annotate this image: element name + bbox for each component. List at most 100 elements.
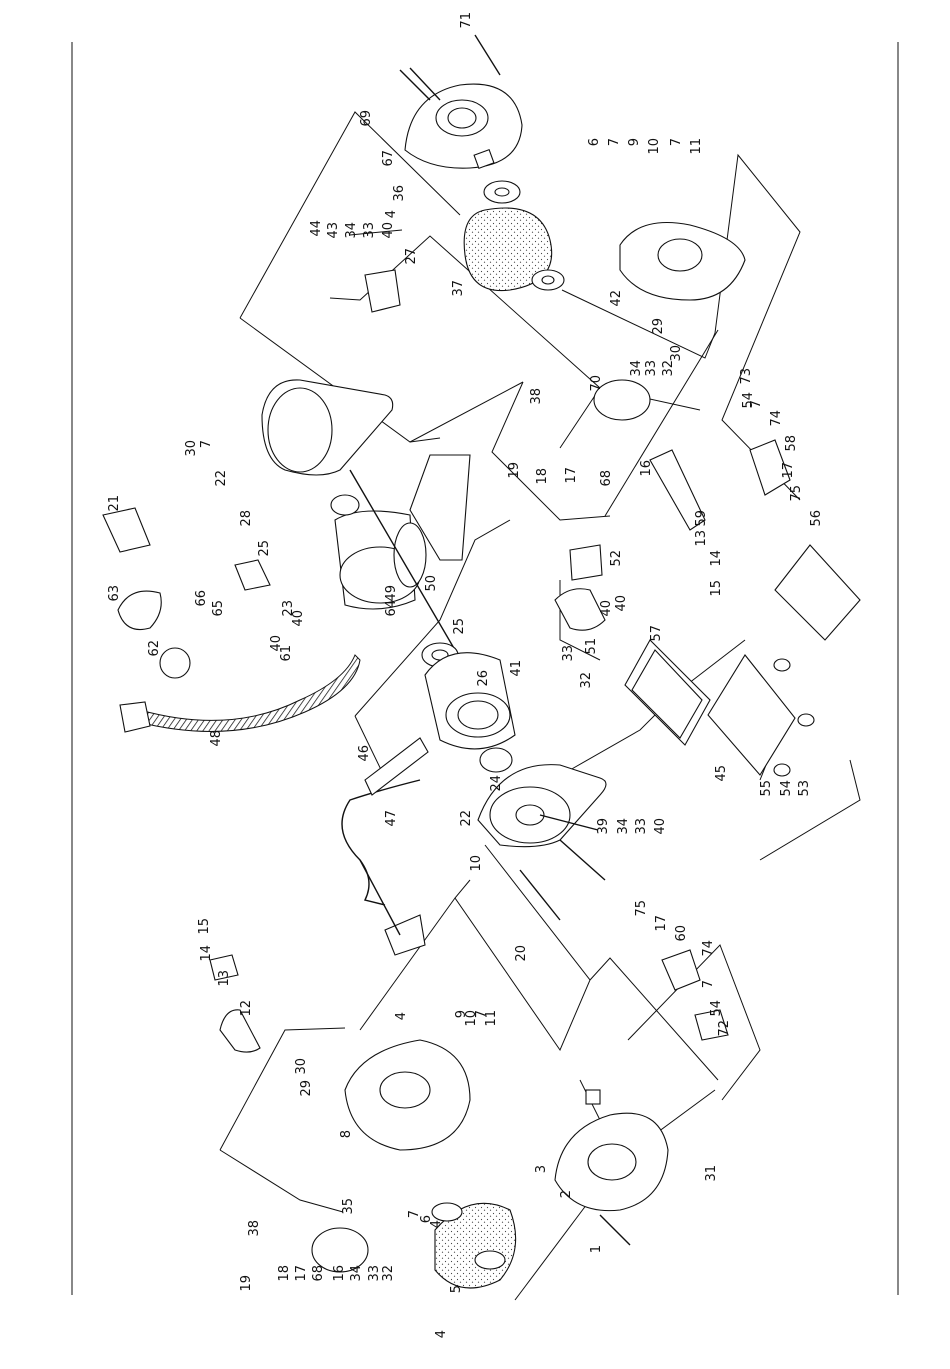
- part-number-label: 6: [587, 138, 602, 146]
- part-number-label: 69: [359, 110, 374, 127]
- wheel-guard-top: [404, 83, 523, 169]
- part-number-label: 72: [717, 1020, 732, 1037]
- part-number-label: 43: [326, 222, 341, 239]
- part-number-label: 3: [534, 1165, 549, 1173]
- part-number-label: 28: [239, 510, 254, 527]
- part-number-label: 17: [781, 462, 796, 479]
- part-number-label: 7: [669, 138, 684, 146]
- part-number-label: 33: [634, 818, 649, 835]
- part-number-label: 9: [627, 138, 642, 146]
- part-number-label: 33: [362, 222, 377, 239]
- part-number-label: 58: [784, 435, 799, 452]
- part-number-label: 20: [514, 945, 529, 962]
- part-number-label: 50: [424, 575, 439, 592]
- part-number-label: 25: [452, 618, 467, 635]
- part-number-label: 46: [357, 745, 372, 762]
- part-number-label: 25: [257, 540, 272, 557]
- part-number-label: 18: [277, 1265, 292, 1282]
- part-number-label: 40: [381, 222, 396, 239]
- part-number-label: 33: [561, 645, 576, 662]
- part-number-label: 34: [616, 818, 631, 835]
- part-number-label: 22: [214, 470, 229, 487]
- part-number-label: 73: [739, 368, 754, 385]
- part-number-label: 40: [291, 610, 306, 627]
- part-number-label: 36: [392, 185, 407, 202]
- part-number-label: 7: [701, 980, 716, 988]
- part-number-label: 34: [344, 222, 359, 239]
- part-number-label: 6: [419, 1215, 434, 1223]
- part-number-label: 1: [589, 1245, 604, 1253]
- motor-end-cover-lower: [477, 764, 607, 848]
- base-plate: [707, 654, 796, 776]
- part-number-label: 54: [779, 780, 794, 797]
- part-number-label: 31: [704, 1165, 719, 1182]
- part-number-label: 32: [579, 672, 594, 689]
- part-number-label: 29: [299, 1080, 314, 1097]
- part-number-label: 11: [484, 1010, 499, 1027]
- part-number-label: 15: [709, 580, 724, 597]
- part-number-label: 61: [279, 645, 294, 662]
- part-number-label: 32: [381, 1265, 396, 1282]
- part-number-label: 29: [651, 318, 666, 335]
- motor-end-cover-upper: [261, 379, 394, 476]
- part-number-label: 74: [769, 410, 784, 427]
- grinding-wheel-right: [463, 207, 553, 292]
- part-number-label: 45: [714, 765, 729, 782]
- part-number-label: 30: [669, 345, 684, 362]
- part-number-label: 40: [269, 635, 284, 652]
- part-number-label: 30: [184, 440, 199, 457]
- part-number-label: 65: [211, 600, 226, 617]
- part-number-label: 30: [294, 1058, 309, 1075]
- part-number-label: 4: [394, 1012, 409, 1020]
- part-number-label: 68: [599, 470, 614, 487]
- part-number-label: 4: [429, 1220, 444, 1228]
- part-number-label: 60: [674, 925, 689, 942]
- part-number-label: 38: [529, 388, 544, 405]
- part-number-label: 75: [789, 485, 804, 502]
- part-number-label: 64: [384, 600, 399, 617]
- part-number-label: 27: [404, 248, 419, 265]
- part-number-label: 34: [349, 1265, 364, 1282]
- part-number-label: 17: [564, 467, 579, 484]
- part-number-label: 44: [309, 220, 324, 237]
- part-number-label: 16: [332, 1265, 347, 1282]
- part-number-label: 26: [476, 670, 491, 687]
- base-tray: [624, 639, 711, 746]
- part-number-label: 13: [217, 970, 232, 987]
- part-number-label: 40: [614, 595, 629, 612]
- part-number-label: 34: [629, 360, 644, 377]
- part-number-label: 22: [459, 810, 474, 827]
- part-number-label: 14: [199, 945, 214, 962]
- part-number-label: 67: [381, 150, 396, 167]
- part-number-label: 33: [367, 1265, 382, 1282]
- part-number-label: 53: [797, 780, 812, 797]
- part-number-label: 39: [596, 818, 611, 835]
- grinding-wheel-left: [434, 1202, 517, 1289]
- part-number-label: 7: [474, 1010, 489, 1018]
- part-number-label: 33: [644, 360, 659, 377]
- part-number-label: 35: [341, 1198, 356, 1215]
- part-number-label: 47: [384, 810, 399, 827]
- part-number-label: 12: [239, 1000, 254, 1017]
- part-number-label: 11: [689, 138, 704, 155]
- flex-hose: [119, 654, 361, 733]
- wheel-guard-left: [344, 1039, 471, 1151]
- part-number-label: 21: [107, 495, 122, 512]
- bolts-top: [399, 34, 501, 101]
- part-number-label: 66: [194, 590, 209, 607]
- part-number-label: 54: [741, 392, 756, 409]
- part-number-label: 13: [694, 530, 709, 547]
- part-number-label: 10: [469, 855, 484, 872]
- part-number-label: 2: [559, 1190, 574, 1198]
- part-number-label: 62: [147, 640, 162, 657]
- part-number-label: 4: [434, 1330, 449, 1338]
- part-number-label: 15: [197, 918, 212, 935]
- part-number-label: 71: [459, 12, 474, 29]
- part-number-label: 10: [647, 138, 662, 155]
- stator: [424, 652, 516, 750]
- motor-housing: [334, 510, 427, 610]
- part-number-label: 74: [701, 940, 716, 957]
- power-cord: [341, 779, 426, 956]
